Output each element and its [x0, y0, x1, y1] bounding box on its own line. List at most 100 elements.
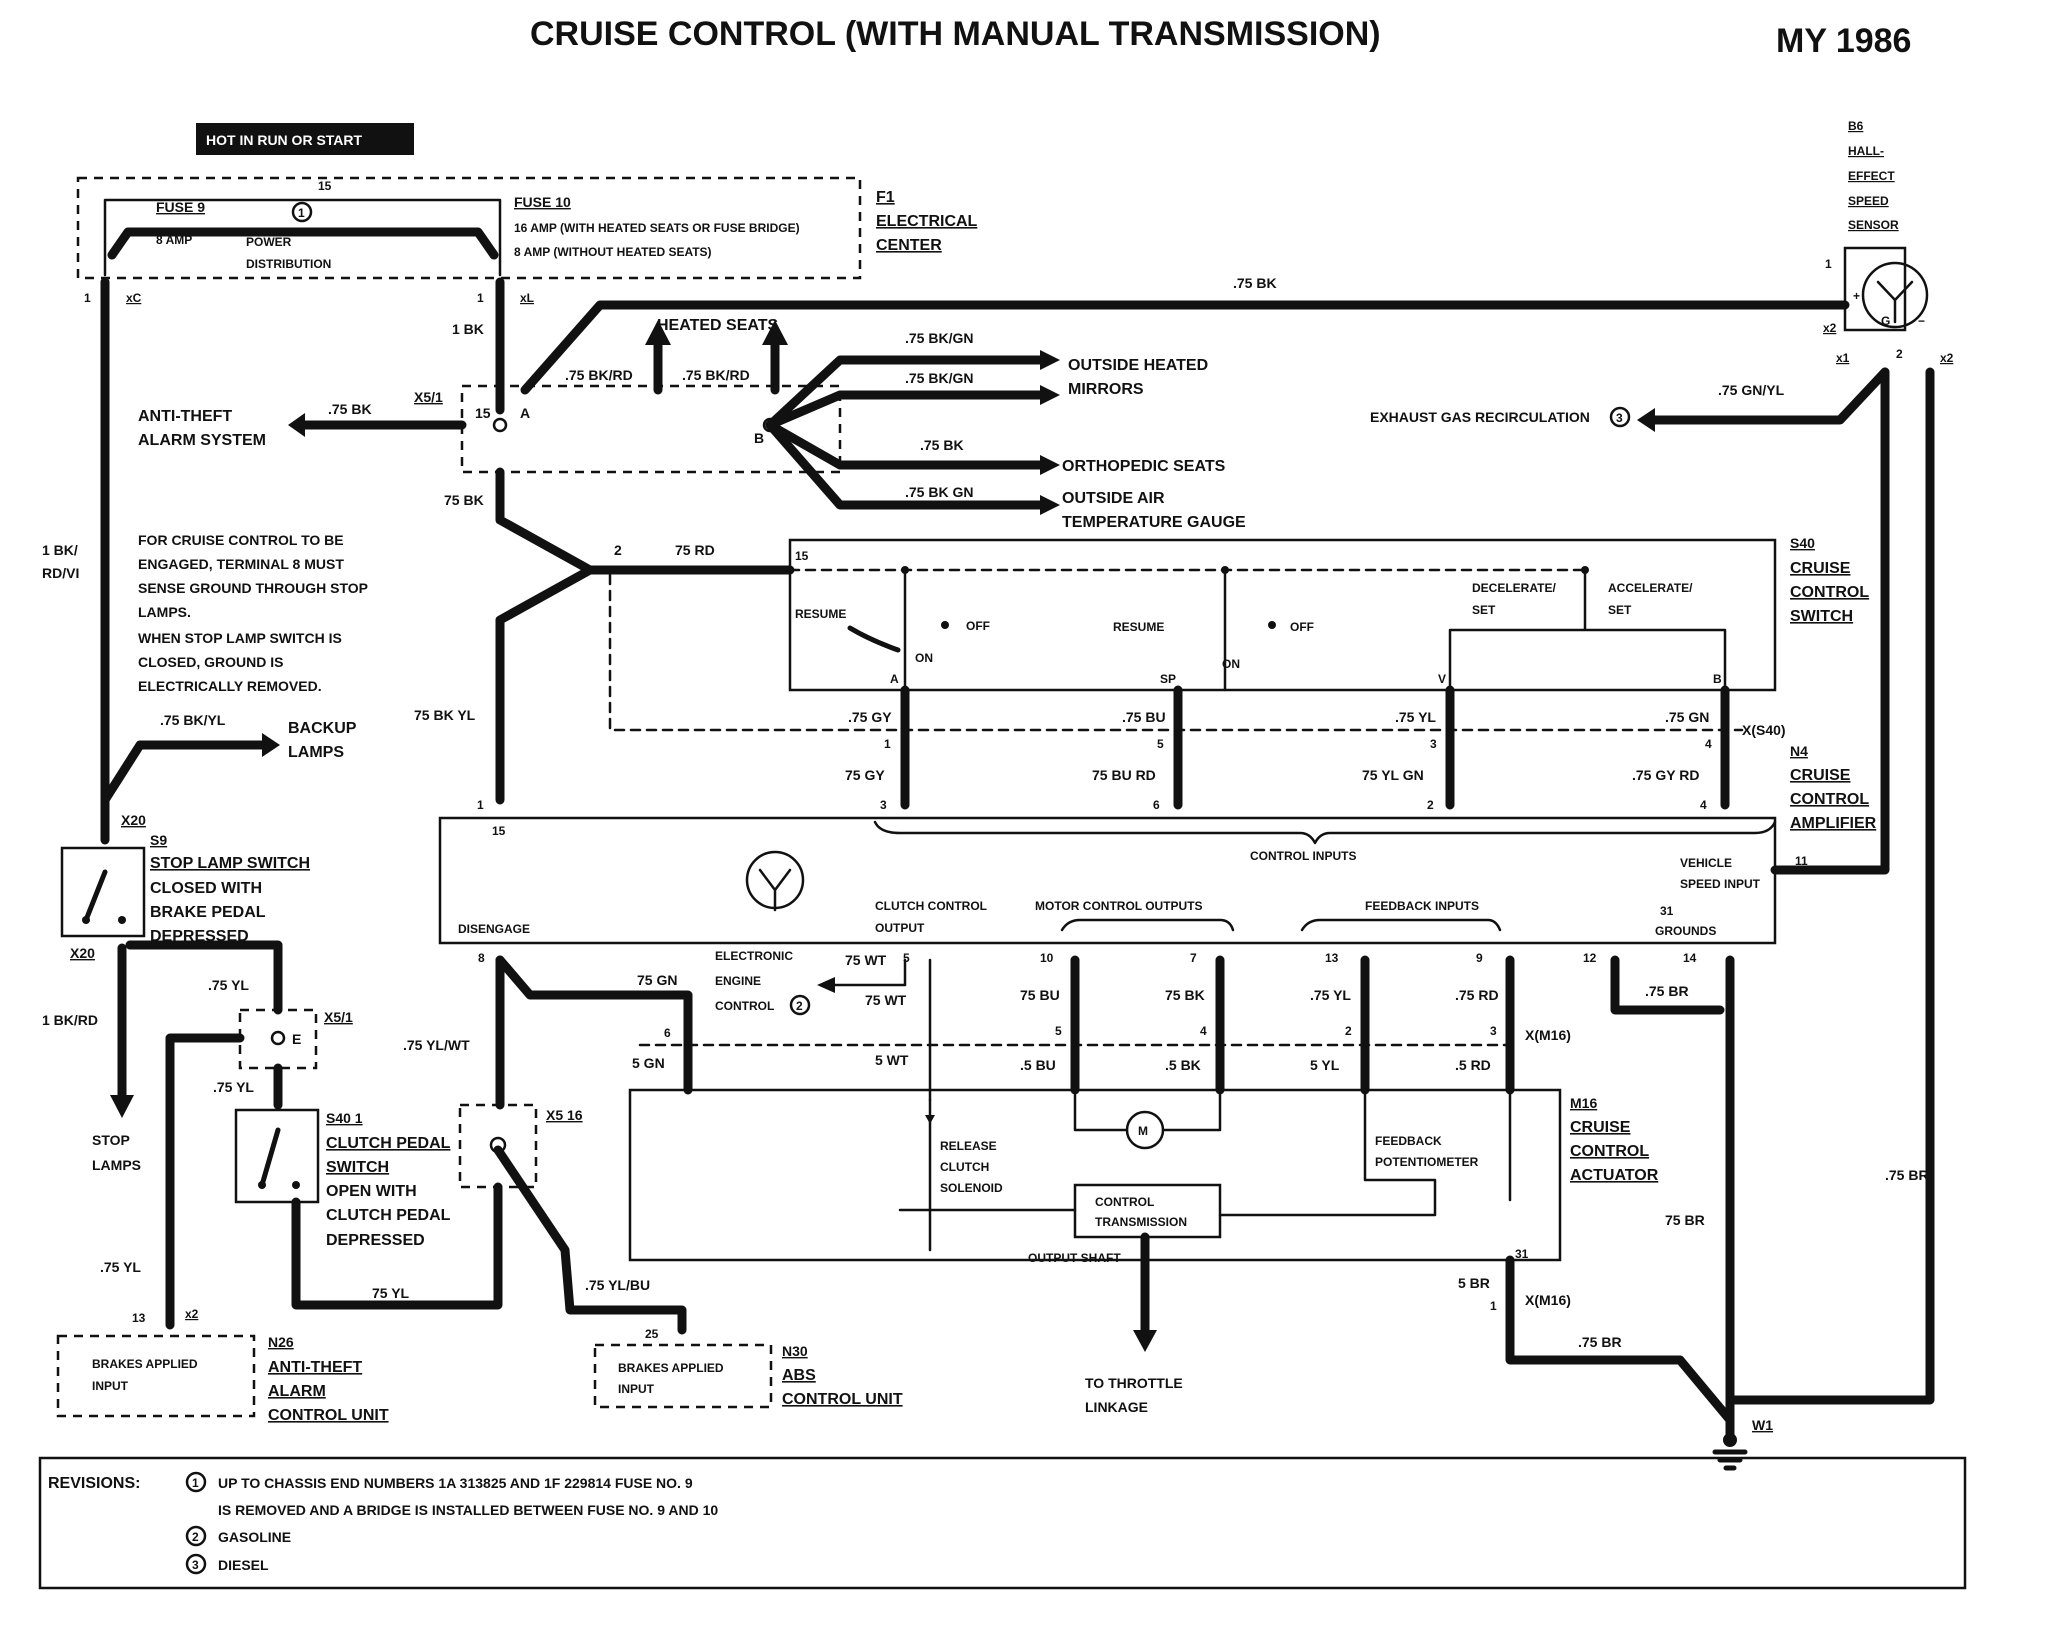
- svg-text:13: 13: [132, 1311, 146, 1325]
- svg-text:BRAKES APPLIED: BRAKES APPLIED: [618, 1361, 724, 1375]
- svg-text:5: 5: [903, 951, 910, 965]
- svg-text:OFF: OFF: [966, 619, 990, 633]
- abs-control-unit-n30: BRAKES APPLIED INPUT 25: [593, 1327, 773, 1409]
- svg-text:6: 6: [1153, 798, 1160, 812]
- svg-text:15: 15: [492, 824, 506, 838]
- svg-text:M: M: [1138, 1124, 1148, 1138]
- wire-clutch-out: [828, 958, 932, 1102]
- wire-75br1: [1610, 955, 1725, 1015]
- svg-text:1 BK: 1 BK: [452, 321, 484, 337]
- ground-w1: W1: [1712, 1417, 1773, 1471]
- svg-text:2: 2: [1427, 798, 1434, 812]
- svg-text:ENGINE: ENGINE: [715, 974, 761, 988]
- svg-text:.75 GY RD: .75 GY RD: [1632, 767, 1699, 783]
- svg-text:STOP: STOP: [92, 1132, 130, 1148]
- svg-text:DISTRIBUTION: DISTRIBUTION: [246, 257, 331, 271]
- svg-text:.75 YL: .75 YL: [1310, 987, 1351, 1003]
- svg-text:.75 BK/RD: .75 BK/RD: [682, 367, 750, 383]
- svg-text:1: 1: [298, 206, 305, 220]
- svg-text:LAMPS.: LAMPS.: [138, 604, 191, 620]
- svg-text:N4: N4: [1790, 743, 1808, 759]
- svg-text:MIRRORS: MIRRORS: [1068, 381, 1144, 398]
- wire-bkyl: [100, 740, 270, 805]
- svg-text:.75 BK GN: .75 BK GN: [905, 484, 973, 500]
- svg-text:3: 3: [1490, 1024, 1497, 1038]
- svg-text:N30: N30: [782, 1343, 808, 1359]
- svg-text:X20: X20: [121, 812, 146, 828]
- svg-text:AMPLIFIER: AMPLIFIER: [1790, 815, 1877, 832]
- svg-text:ALARM SYSTEM: ALARM SYSTEM: [138, 432, 266, 449]
- svg-text:TRANSMISSION: TRANSMISSION: [1095, 1215, 1187, 1229]
- svg-text:2: 2: [192, 1530, 199, 1544]
- svg-text:FOR CRUISE CONTROL TO BE: FOR CRUISE CONTROL TO BE: [138, 532, 344, 548]
- svg-text:S40 1: S40 1: [326, 1110, 363, 1126]
- svg-text:7: 7: [1190, 951, 1197, 965]
- svg-text:G: G: [1881, 314, 1890, 328]
- s40-n4-wires: [900, 685, 1730, 810]
- svg-text:.75 BU: .75 BU: [1122, 709, 1166, 725]
- f1-name-1: ELECTRICAL: [876, 213, 978, 230]
- wire-bkgn3: [765, 420, 1050, 510]
- svg-text:.75 GN: .75 GN: [1665, 709, 1709, 725]
- x-s40-dashed: [608, 573, 1744, 732]
- svg-text:x1: x1: [1836, 351, 1850, 365]
- svg-text:1: 1: [884, 737, 891, 751]
- svg-text:75 GN: 75 GN: [637, 972, 677, 988]
- svg-text:.5 BK: .5 BK: [1165, 1057, 1201, 1073]
- svg-text:75 YL: 75 YL: [372, 1285, 410, 1301]
- svg-text:5 BR: 5 BR: [1458, 1275, 1490, 1291]
- svg-text:SENSOR: SENSOR: [1848, 218, 1899, 232]
- wire-bkgn1: [765, 355, 1050, 430]
- svg-text:X(S40): X(S40): [1742, 722, 1786, 738]
- svg-text:2: 2: [796, 999, 803, 1013]
- svg-text:4: 4: [1200, 1024, 1207, 1038]
- svg-text:ON: ON: [1222, 657, 1240, 671]
- svg-text:11: 11: [1795, 854, 1808, 868]
- fuse-10-label: FUSE 10: [514, 194, 571, 210]
- svg-text:CONTROL INPUTS: CONTROL INPUTS: [1250, 849, 1356, 863]
- svg-text:.75 YL/WT: .75 YL/WT: [403, 1037, 470, 1053]
- svg-text:SPEED INPUT: SPEED INPUT: [1680, 877, 1761, 891]
- stop-lamp-switch-s9[interactable]: [60, 846, 146, 938]
- fuse-9-label: FUSE 9: [156, 199, 205, 215]
- svg-text:CRUISE: CRUISE: [1570, 1119, 1631, 1136]
- svg-text:ACCELERATE/: ACCELERATE/: [1608, 581, 1693, 595]
- splice-x516: X5 16: [458, 1103, 583, 1189]
- svg-text:5: 5: [1157, 737, 1164, 751]
- svg-text:.75 BK: .75 BK: [920, 437, 964, 453]
- svg-text:75 GY: 75 GY: [845, 767, 885, 783]
- svg-text:SENSE GROUND THROUGH STOP: SENSE GROUND THROUGH STOP: [138, 580, 368, 596]
- svg-text:STOP LAMP SWITCH: STOP LAMP SWITCH: [150, 855, 310, 872]
- cruise-control-amplifier-n4: 1 3 6 2 4 15 CONTROL INPUTS VEHICLE SPEE…: [438, 798, 1808, 965]
- svg-text:SOLENOID: SOLENOID: [940, 1181, 1003, 1195]
- svg-text:V: V: [1438, 672, 1446, 686]
- svg-text:SWITCH: SWITCH: [326, 1159, 389, 1176]
- svg-text:1: 1: [1825, 257, 1832, 271]
- svg-text:SET: SET: [1472, 603, 1496, 617]
- cruise-control-switch-s40[interactable]: 15 RESUME OFF ON RESUME OFF ON DECELERAT…: [788, 538, 1777, 692]
- svg-text:CLUTCH: CLUTCH: [940, 1160, 989, 1174]
- clutch-pedal-switch-s401[interactable]: [234, 1108, 320, 1204]
- svg-text:ALARM: ALARM: [268, 1383, 326, 1400]
- svg-text:EFFECT: EFFECT: [1848, 169, 1895, 183]
- wire-75bk-down: [495, 467, 595, 575]
- revision-1-marker: [291, 201, 313, 223]
- svg-text:OFF: OFF: [1290, 620, 1314, 634]
- wire-sensor-ground: [1725, 367, 1935, 1405]
- svg-text:BRAKES APPLIED: BRAKES APPLIED: [92, 1357, 198, 1371]
- fuse-10-rating-b: 8 AMP (WITHOUT HEATED SEATS): [514, 245, 712, 259]
- svg-text:x2: x2: [1940, 351, 1954, 365]
- svg-text:X5/1: X5/1: [324, 1009, 353, 1025]
- svg-text:31: 31: [1515, 1247, 1529, 1261]
- svg-text:6: 6: [664, 1026, 671, 1040]
- wire-bkgn2: [765, 390, 1050, 430]
- svg-text:.75 BR: .75 BR: [1885, 1167, 1929, 1183]
- svg-text:75 RD: 75 RD: [675, 542, 715, 558]
- svg-text:ON: ON: [915, 651, 933, 665]
- svg-text:75 BK: 75 BK: [444, 492, 484, 508]
- revision-3-text: DIESEL: [218, 1557, 269, 1573]
- svg-text:N26: N26: [268, 1334, 294, 1350]
- svg-text:x2: x2: [185, 1307, 199, 1321]
- svg-text:.75 BK/YL: .75 BK/YL: [160, 712, 226, 728]
